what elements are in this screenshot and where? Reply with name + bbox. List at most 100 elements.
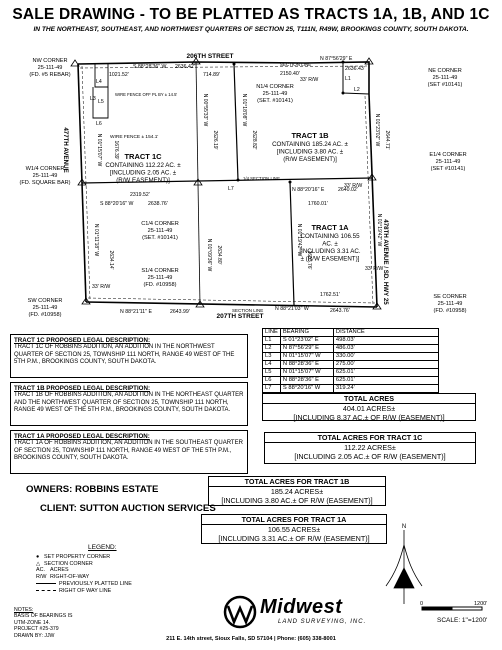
dim-east-north: N 01°23'02" W — [374, 114, 380, 147]
rw-label-se: 33' R/W — [365, 266, 383, 272]
line-table-cell: N 01°15'07" W — [279, 368, 334, 377]
dim-l4: L4 — [96, 79, 102, 85]
line-table-cell: 498.03' — [332, 336, 439, 345]
road-south-label: 207TH STREET — [217, 313, 264, 320]
legend-item-set-corner: ●SET PROPERTY CORNER — [36, 553, 111, 560]
line-table-cell: 330.00' — [332, 352, 439, 361]
dim-south-dist-e: 2643.76' — [330, 308, 350, 314]
dim-mid-c1-dist: 2628.82' — [251, 130, 257, 149]
line-table-cell: 275.00' — [332, 360, 439, 369]
dim-north-dist-w: 2636.42' — [175, 64, 195, 70]
north-arrow-icon — [385, 530, 423, 604]
legal-tract-1b: TRACT 1B PROPOSED LEGAL DESCRIPTION: TRA… — [10, 382, 248, 426]
e14-corner-icon — [367, 173, 377, 181]
dim-west-north-dist: 1676.39' — [113, 140, 119, 159]
se-corner-icon — [372, 302, 382, 310]
dim-north-bearing-w: S 88°28'36" W — [133, 64, 167, 70]
wire-fence-note: WIRE FENCE ± 154.1' — [110, 134, 158, 140]
logo-sub: LAND SURVEYING, INC. — [278, 619, 367, 625]
c14-corner-icon — [193, 178, 203, 186]
line-table-cell: L7 — [262, 384, 281, 393]
dim-north-dist-e: 2636.43' — [345, 66, 365, 72]
dim-east-north-dist: 2644.71' — [384, 130, 390, 149]
section-line-label-south: SECTION LINE — [232, 308, 263, 313]
total-acres-1a-value: 106.55 ACRES± — [267, 525, 321, 534]
tract-1b-west — [233, 63, 239, 181]
legend-item-platted: PREVIOUSLY PLATTED LINE — [36, 581, 236, 588]
dim-l3: L3 — [90, 96, 96, 102]
row-east — [364, 95, 374, 306]
scale-bar — [421, 606, 483, 611]
line-table-cell: S 88°20'16" W — [279, 384, 334, 393]
notes: NOTES: BASIS OF BEARINGS IS UTM-ZONE 14.… — [14, 607, 73, 639]
total-acres-1a-note: [INCLUDING 3.31 AC.± OF R/W (EASEMENT)] — [218, 534, 370, 543]
line-table-cell: 625.01' — [332, 376, 439, 385]
set-corner-marker — [341, 91, 345, 95]
row-south — [87, 297, 376, 304]
section-corner-icon: △ — [36, 560, 41, 567]
dim-center-south-dist: 2634.80' — [216, 245, 222, 264]
nw-corner-icon — [70, 59, 80, 67]
total-acres-1c-value: 112.22 ACRES± — [344, 443, 396, 452]
footer-address: 211 E. 14th street, Sioux Falls, SD 5710… — [166, 636, 336, 642]
dim-west-north: N 01°15'07" W — [96, 134, 102, 167]
logo-mark-icon — [223, 595, 257, 629]
company-logo: Midwest LAND SURVEYING, INC. — [222, 592, 372, 637]
section-line-label: SECTION LINE — [280, 62, 311, 67]
line-table-cell: L5 — [262, 368, 281, 377]
line-table-cell: L2 — [262, 344, 281, 353]
parcel-l5 — [92, 87, 109, 119]
dim-1021: 1021.52' — [109, 72, 129, 78]
sw-corner-icon — [81, 297, 91, 305]
legal-tract-1a-text: TRACT 1A OF ROBBINS ADDITION, AN ADDITIO… — [14, 440, 243, 461]
w14-corner-icon — [77, 178, 87, 186]
dim-2150: 2150.40' — [280, 71, 300, 77]
dim-l7: L7 — [228, 186, 234, 192]
dim-east-south: N 01°19'42" W — [376, 214, 382, 247]
center-line — [195, 61, 201, 306]
total-acres-1b-box: TOTAL ACRES FOR TRACT 1B 185.24 ACRES± [… — [208, 476, 386, 506]
line-table-cell: BEARING — [279, 328, 334, 337]
rw-label-north: 33' R/W — [300, 77, 318, 83]
s14-corner-icon — [195, 300, 205, 308]
wire-fence-offset-note: WIRE FENCE OFF PL BY ± 14.5' — [115, 92, 177, 97]
dim-1760: 1760.01' — [308, 201, 328, 207]
line-table-cell: N 88°28'36" E — [279, 376, 334, 385]
line-table-cell: DISTANCE — [332, 328, 439, 337]
n14-corner-icon — [191, 57, 201, 65]
dim-north-bearing-e: N 87°56'29" E — [320, 56, 353, 62]
total-acres-note: [INCLUDING 8.37 AC.± OF R/W (EASEMENT)] — [293, 413, 445, 422]
set-corner-marker — [232, 62, 236, 66]
dashed-line-icon — [36, 589, 56, 591]
dim-mid-c1: N 01°18'08" W — [241, 94, 247, 127]
quarter-line — [81, 177, 373, 184]
set-corner-marker — [288, 180, 292, 184]
set-corner-marker — [236, 178, 240, 182]
set-corner-marker — [341, 60, 345, 64]
dim-mid-bearing-w: S 88°20'16" W — [100, 201, 134, 207]
dim-mid-dist-e: 2640.02' — [338, 187, 358, 193]
rw-label-east: 33' R/W — [344, 183, 362, 189]
legal-tract-1c: TRACT 1C PROPOSED LEGAL DESCRIPTION: TRA… — [10, 334, 248, 378]
tract-1a-west — [289, 181, 295, 306]
quarter-line-label: 1/4 SECTION LINE — [243, 176, 280, 181]
owners: OWNERS: ROBBINS ESTATE — [26, 484, 159, 495]
dim-center-north-dist: 2626.19' — [212, 130, 218, 149]
dim-l6: L6 — [96, 121, 102, 127]
total-acres-1a-box: TOTAL ACRES FOR TRACT 1A 106.55 ACRES± [… — [201, 514, 387, 544]
dim-center-south: N 01°09'36" W — [206, 239, 212, 272]
line-table-cell: 486.03' — [332, 344, 439, 353]
